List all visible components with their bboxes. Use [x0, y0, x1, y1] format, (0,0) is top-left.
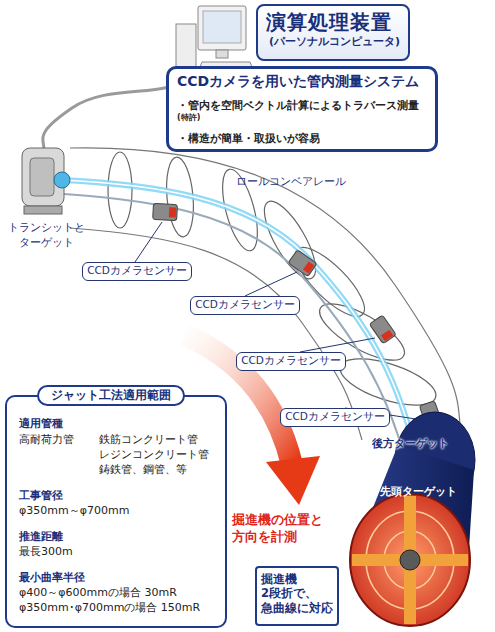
sensor-body: [153, 203, 178, 220]
sensor-face: [303, 261, 314, 273]
box-heading: ジャット工法適用範囲: [37, 385, 185, 406]
box-subtitle: (パーソナルコンピュータ): [266, 35, 400, 49]
sensor-callout: CCDカメラセンサー: [280, 408, 390, 427]
box-text: CCDカメラセンサー: [83, 264, 191, 277]
bullet-text: ・管内を空間ベクトル計算によるトラバース測量: [177, 99, 419, 111]
patent-note: (特許): [177, 113, 200, 122]
box-text: CCDカメラセンサー: [281, 410, 389, 423]
sensor-body: [288, 250, 317, 277]
transit-base: [24, 206, 62, 214]
spec-key: 最小曲率半径: [19, 571, 85, 585]
spec-key: 工事管径: [19, 489, 63, 503]
rail-label: ロールコンベアレール: [236, 174, 356, 189]
transit-label: トランシットと ターゲット: [6, 220, 86, 250]
box-body: 2段折で、 急曲線に対応: [261, 586, 333, 615]
spec-value: 鋳鉄管、鋼管、等: [99, 463, 187, 477]
ccd-sensor: [369, 315, 396, 344]
sensor-callout: CCDカメラセンサー: [236, 352, 346, 371]
pc-screen: [203, 11, 241, 43]
leader-line: [300, 338, 375, 352]
sensor-body: [369, 315, 396, 344]
spec-value: 高耐荷力管: [19, 433, 74, 447]
arrow-head: [266, 456, 320, 505]
box-heading: 演算処理装置: [266, 10, 400, 35]
spec-key: 適用管種: [19, 417, 63, 431]
measure-label: 掘進機の位置と 方向を計測: [232, 512, 350, 546]
pc-monitor: [198, 6, 246, 50]
leader-line: [135, 222, 162, 262]
target-label: 後方ターゲット: [372, 436, 472, 451]
spec-value: φ400～φ600mmの場合 30mR: [19, 586, 177, 600]
spec-value: φ350mm～φ700mm: [19, 504, 129, 518]
spec-box: ジャット工法適用範囲適用管種高耐荷力管鉄筋コンクリート管レジンコンクリート管鋳鉄…: [5, 395, 227, 628]
ccd-sensor: [288, 250, 317, 277]
box-heading: 掘進機: [261, 572, 333, 586]
sensor-callout: CCDカメラセンサー: [82, 262, 192, 281]
box-heading: CCDカメラを用いた管内測量システム: [177, 73, 427, 91]
system-box: CCDカメラを用いた管内測量システム・管内を空間ベクトル計算によるトラバース測量…: [166, 66, 438, 152]
machine-note-box: 掘進機2段折で、 急曲線に対応: [255, 566, 339, 626]
cutter-face: [350, 494, 470, 626]
cutter-hub: [400, 550, 420, 570]
transit-part: [30, 158, 54, 196]
spec-value: 最長300m: [19, 545, 73, 559]
sensor-callout: CCDカメラセンサー: [190, 296, 300, 315]
ccd-sensor: [153, 203, 178, 220]
leader-line: [245, 272, 297, 296]
pipe-ring: [108, 152, 132, 228]
box-text: CCDカメラセンサー: [191, 298, 299, 311]
pc-stand: [216, 50, 228, 58]
spec-value: 鉄筋コンクリート管: [99, 433, 198, 447]
box-text: CCDカメラセンサー: [237, 354, 345, 367]
bullet-text: ・構造が簡単・取扱いが容易: [177, 132, 427, 145]
target-label: 先頭ターゲット: [380, 484, 480, 499]
sensor-face: [169, 207, 177, 217]
device-box: 演算処理装置(パーソナルコンピュータ): [256, 4, 410, 61]
spec-key: 推進距離: [19, 530, 63, 544]
sensor-face: [381, 330, 393, 341]
spec-value: φ350mm･φ700mmの場合 150mR: [19, 601, 200, 615]
cable: [43, 76, 186, 150]
transit-lens: [54, 172, 70, 188]
spec-value: レジンコンクリート管: [99, 448, 209, 462]
